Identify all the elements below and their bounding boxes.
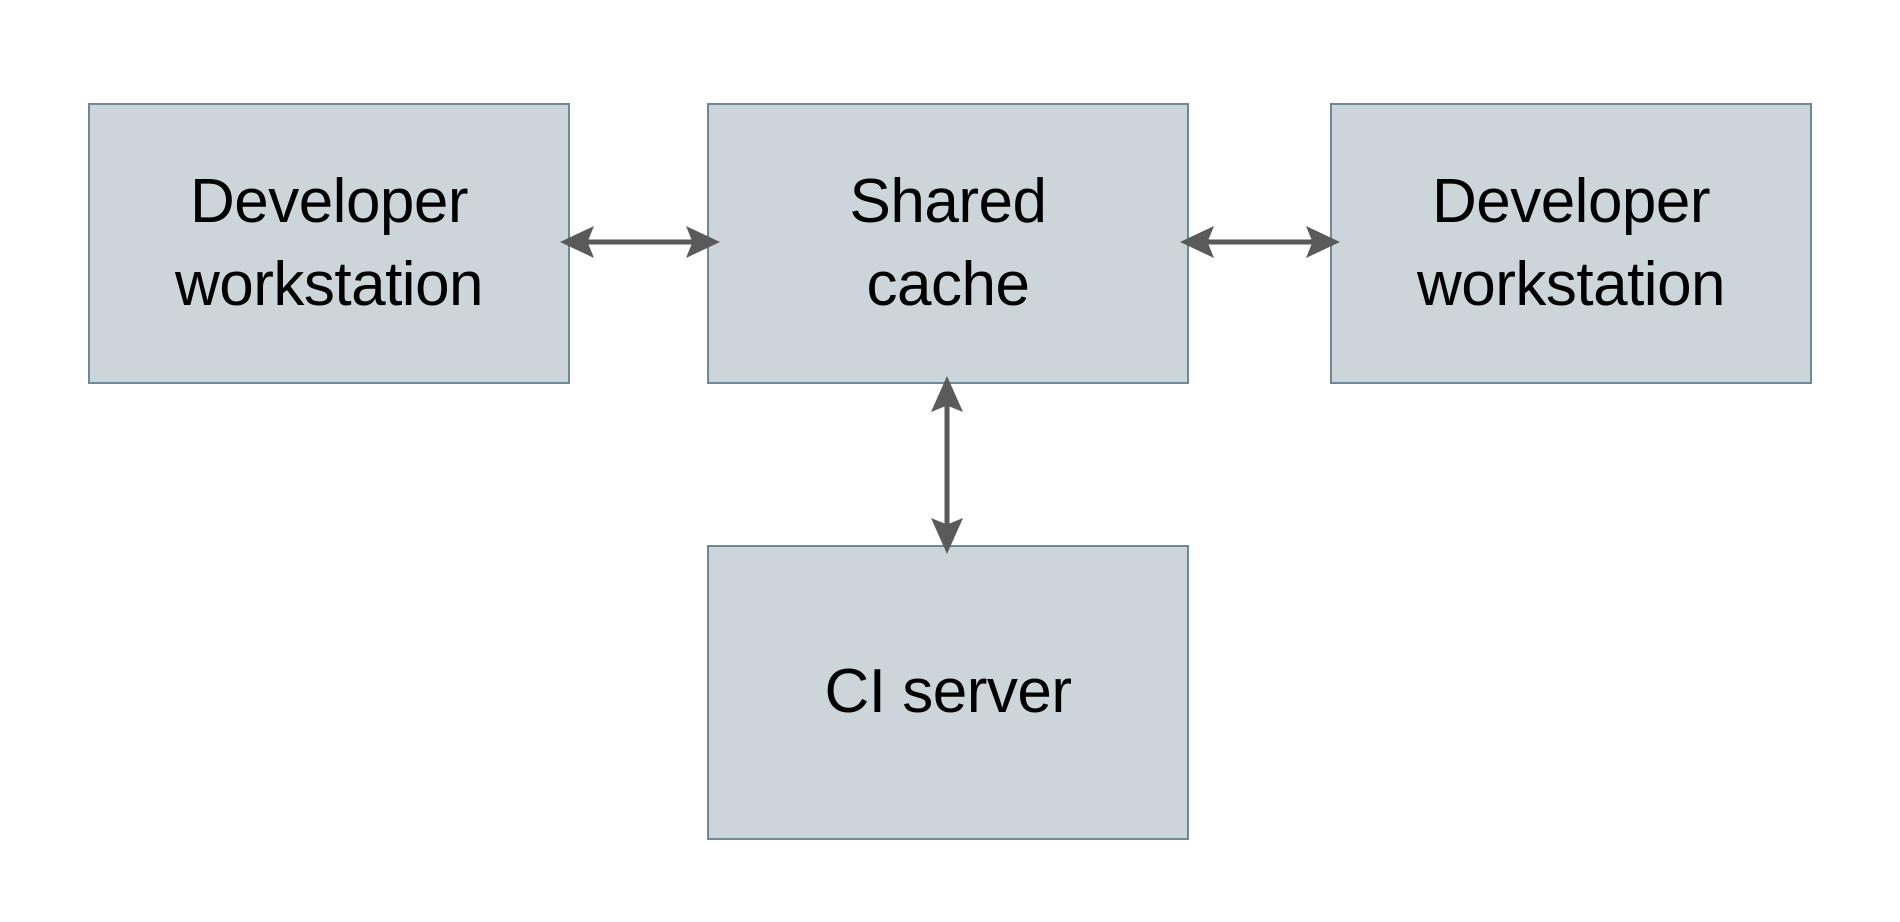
node-label: Developer workstation: [1416, 167, 1726, 319]
node-developer-workstation-left[interactable]: Developer workstation: [88, 103, 570, 384]
node-label: Shared cache: [849, 167, 1047, 319]
edge-shared-cache-to-ci-server-bidirectional-arrow[interactable]: [910, 376, 984, 554]
node-label: CI server: [824, 657, 1072, 727]
edge-shared-cache-to-dev-right-bidirectional-arrow[interactable]: [1180, 205, 1340, 279]
node-label: Developer workstation: [174, 167, 484, 319]
edge-dev-left-to-shared-cache-bidirectional-arrow[interactable]: [560, 205, 720, 279]
node-ci-server[interactable]: CI server: [707, 545, 1189, 840]
node-developer-workstation-right[interactable]: Developer workstation: [1330, 103, 1812, 384]
node-shared-cache[interactable]: Shared cache: [707, 103, 1189, 384]
